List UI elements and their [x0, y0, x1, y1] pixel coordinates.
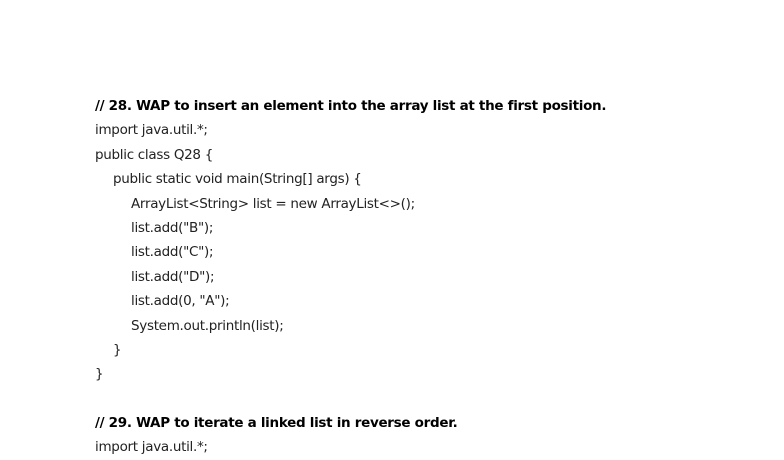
code-line: ArrayList<String> list = new ArrayList<>… — [131, 195, 415, 212]
code-line: public static void main(String[] args) { — [113, 171, 362, 188]
code-line: list.add("B"); — [131, 219, 214, 236]
code-line: import java.util.*; — [95, 122, 208, 139]
comment-line: // 28. WAP to insert an element into the… — [95, 98, 607, 114]
comment-line: // 29. WAP to iterate a linked list in r… — [95, 415, 458, 432]
code-line: System.out.println(list); — [131, 317, 284, 334]
code-line: list.add(0, "A"); — [131, 293, 230, 310]
document-body: // 28. WAP to insert an element into the… — [95, 94, 607, 460]
code-line: list.add("D"); — [131, 268, 215, 285]
code-line: public class Q28 { — [95, 146, 213, 163]
code-line: } — [113, 341, 122, 358]
code-line: import java.util.*; — [95, 439, 208, 456]
code-line: list.add("C"); — [131, 244, 214, 261]
blank-line — [95, 387, 606, 411]
code-line: } — [95, 366, 104, 383]
